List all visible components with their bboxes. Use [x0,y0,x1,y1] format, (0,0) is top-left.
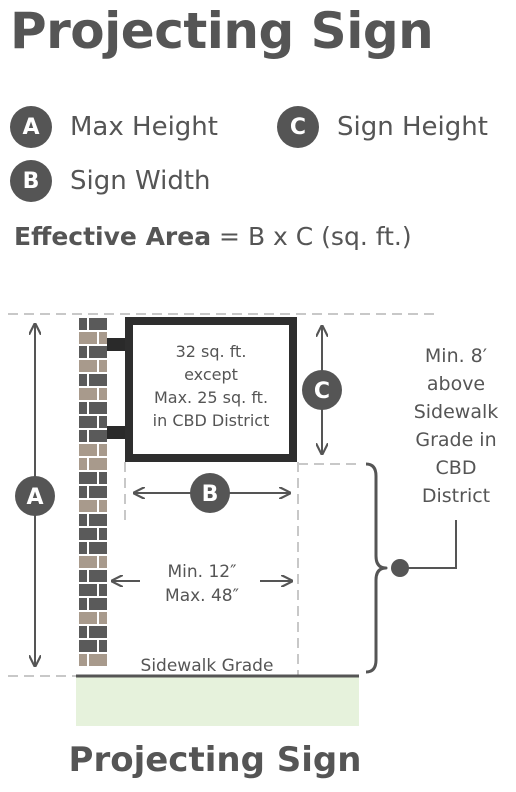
clearance-text-group: Min. 8′ above Sidewalk Grade in CBD Dist… [414,345,499,507]
brick [89,346,107,358]
legend-badge-a: A [10,106,52,148]
brick [99,444,107,456]
projection-min-label: Min. 12″ [168,562,237,582]
brick [99,640,107,652]
clearance-text-line-6: District [422,485,490,507]
brick [79,444,97,456]
legend-item-sign-height: C Sign Height [277,106,488,148]
brick [79,416,97,428]
brick [79,318,87,330]
brick [99,612,107,624]
brick [89,626,107,638]
brick [79,360,97,372]
sidewalk-grade-label: Sidewalk Grade [141,656,274,676]
brick [99,360,107,372]
brick [89,654,107,666]
brick [89,318,107,330]
brick [79,500,97,512]
clearance-text-line-5: CBD [436,457,477,479]
brick [99,500,107,512]
legend-label-max-height: Max Height [70,112,218,142]
sign-text-line-3: Max. 25 sq. ft. [154,388,268,407]
legend-badge-b: B [10,160,52,202]
lower-bracket [107,426,129,439]
brick [79,556,97,568]
legend-item-max-height: A Max Height [10,106,218,148]
brick [79,542,87,554]
sign-panel [125,317,297,462]
brick [89,542,107,554]
brick [79,346,87,358]
brick [89,598,107,610]
brick [79,528,97,540]
marker-c-circle [302,370,342,410]
brick [79,332,97,344]
clearance-text-line-2: above [427,373,485,395]
brick [89,486,107,498]
brick [79,430,87,442]
ground-area [76,676,359,726]
brick [79,374,87,386]
sign-text-line-1: 32 sq. ft. [176,342,247,361]
sign-text-line-4: in CBD District [153,411,270,430]
brick [99,472,107,484]
projection-label-bg [140,560,260,602]
legend-label-sign-width: Sign Width [70,166,211,196]
marker-a-circle [15,476,55,516]
marker-b-letter: B [202,482,219,507]
sign-text-line-2: except [184,365,238,384]
marker-b-circle [190,473,230,513]
clearance-brace [365,462,388,674]
brick [89,430,107,442]
brick [89,458,107,470]
brick [79,402,87,414]
clearance-text-line-4: Grade in [415,429,496,451]
clearance-text-line-3: Sidewalk [414,401,499,423]
brick [79,612,97,624]
brick [99,388,107,400]
brick [79,472,97,484]
marker-a-letter: A [26,485,43,510]
sign-text-group: 32 sq. ft. except Max. 25 sq. ft. in CBD… [153,342,270,430]
brick [89,514,107,526]
legend-badge-c: C [277,106,319,148]
marker-c-letter: C [314,379,330,404]
brick [99,416,107,428]
projection-max-label: Max. 48″ [165,586,239,606]
brick [89,570,107,582]
effective-area-formula: Effective Area = B x C (sq. ft.) [14,222,412,251]
brick [79,458,87,470]
legend-item-sign-width: B Sign Width [10,160,211,202]
brick [79,570,87,582]
callout-leader-line [400,520,457,569]
brick [79,486,87,498]
brick-wall [79,318,107,666]
brick [99,528,107,540]
footer-title: Projecting Sign [68,740,362,780]
legend-label-sign-height: Sign Height [337,112,488,142]
formula-label: Effective Area [14,222,212,251]
brick [79,626,87,638]
brick [79,514,87,526]
brick [79,584,97,596]
page-title: Projecting Sign [10,2,434,60]
brick [79,654,87,666]
brick [89,374,107,386]
brick [79,388,97,400]
upper-bracket [107,338,129,351]
brick [99,556,107,568]
brick [99,584,107,596]
brick [79,640,97,652]
brick [79,598,87,610]
clearance-text-line-1: Min. 8′ [425,345,487,367]
formula-expression: = B x C (sq. ft.) [219,222,412,251]
brick [99,332,107,344]
dashed-guides [8,313,440,677]
brick [89,402,107,414]
